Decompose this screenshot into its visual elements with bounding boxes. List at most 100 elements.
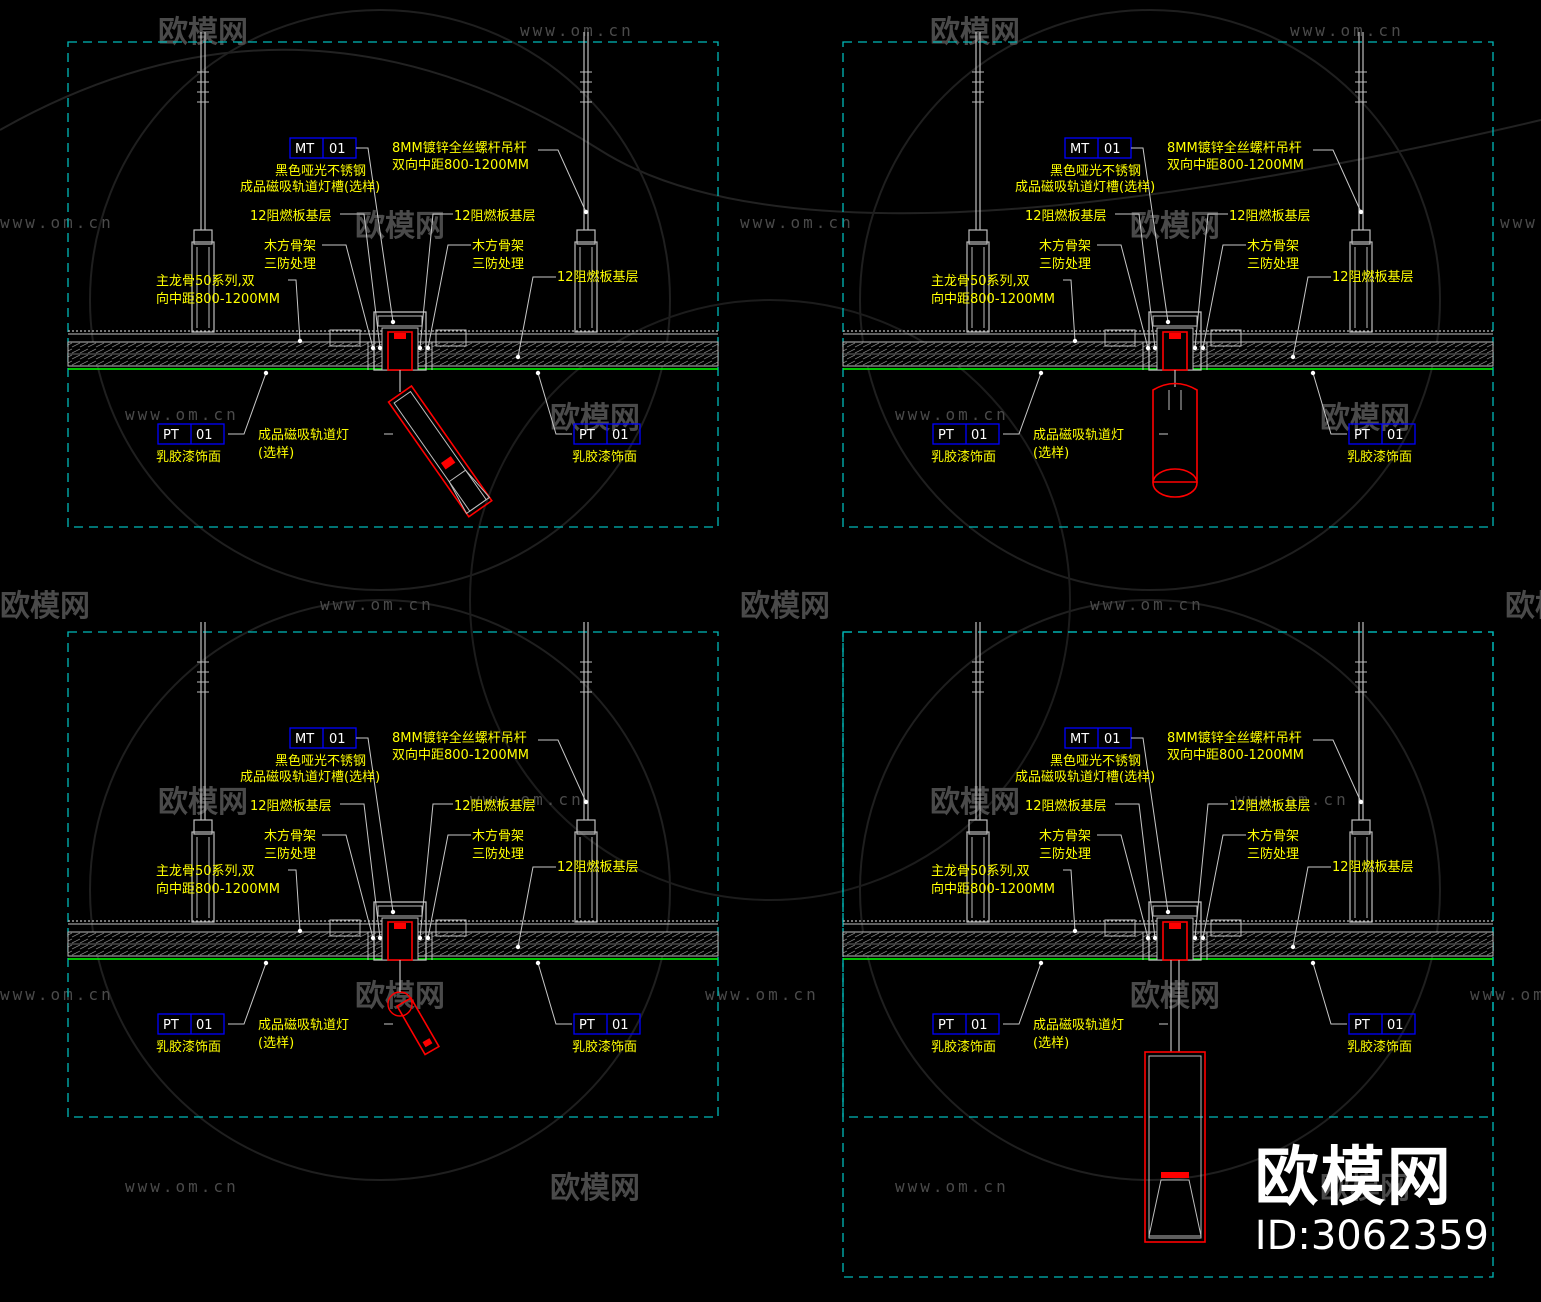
keel-label-2: 向中距800-1200MM xyxy=(156,881,280,897)
watermark-brand: 欧模网 xyxy=(355,209,445,244)
mt-code: MT xyxy=(1070,142,1089,157)
lamp-label-2: (选样) xyxy=(1033,1036,1069,1051)
mt-number: 01 xyxy=(329,732,346,747)
keel-label-1: 主龙骨50系列,双 xyxy=(931,864,1030,879)
watermark-brand: 欧模网 xyxy=(158,15,248,50)
board-label-mid: 12阻燃板基层 xyxy=(454,798,536,814)
watermark-url: www.om.cn xyxy=(740,213,854,232)
pt-description-right: 乳胶漆饰面 xyxy=(572,449,637,465)
pt-code-left: PT xyxy=(163,428,179,443)
mt-description-1: 黑色哑光不锈钢 xyxy=(275,163,366,179)
rod-label-2: 双向中距800-1200MM xyxy=(1167,747,1304,763)
lamp-label-1: 成品磁吸轨道灯 xyxy=(258,428,349,443)
watermark-brand: 欧模网 xyxy=(0,589,90,624)
watermark-url: www.om.cn xyxy=(0,985,114,1004)
keel-label-1: 主龙骨50系列,双 xyxy=(156,864,255,879)
board-label-left: 12阻燃板基层 xyxy=(250,208,332,224)
keel-label-2: 向中距800-1200MM xyxy=(931,881,1055,897)
mt-description-1: 黑色哑光不锈钢 xyxy=(1050,753,1141,769)
board-label-right: 12阻燃板基层 xyxy=(557,859,639,875)
wood-label-left-1: 木方骨架 xyxy=(264,238,316,254)
mt-code: MT xyxy=(1070,732,1089,747)
board-label-left: 12阻燃板基层 xyxy=(1025,208,1107,224)
wood-label-right-1: 木方骨架 xyxy=(472,828,524,844)
pt-code-left: PT xyxy=(938,428,954,443)
mt-description-1: 黑色哑光不锈钢 xyxy=(1050,163,1141,179)
board-label-right: 12阻燃板基层 xyxy=(1332,859,1414,875)
board-label-left: 12阻燃板基层 xyxy=(1025,798,1107,814)
lamp-label-1: 成品磁吸轨道灯 xyxy=(258,1018,349,1033)
wood-label-left-2: 三防处理 xyxy=(264,256,316,272)
watermark-url: www.om.cn xyxy=(895,405,1009,424)
wood-label-left-2: 三防处理 xyxy=(1039,846,1091,862)
model-id: ID:3062359 xyxy=(1254,1213,1489,1259)
pt-number-left: 01 xyxy=(971,428,988,443)
watermark-brand: 欧模网 xyxy=(1320,401,1410,436)
pt-number-left: 01 xyxy=(196,428,213,443)
wood-label-left-1: 木方骨架 xyxy=(1039,828,1091,844)
watermark-brand: 欧模网 xyxy=(158,785,248,820)
rod-label-2: 双向中距800-1200MM xyxy=(392,747,529,763)
pt-description-left: 乳胶漆饰面 xyxy=(156,449,221,465)
wood-label-left-1: 木方骨架 xyxy=(1039,238,1091,254)
watermark-url: www.om.cn xyxy=(0,213,114,232)
mt-number: 01 xyxy=(1104,732,1121,747)
wood-label-right-2: 三防处理 xyxy=(1247,846,1299,862)
rod-label-1: 8MM镀锌全丝螺杆吊杆 xyxy=(392,730,527,746)
watermark-brand: 欧模网 xyxy=(550,1171,640,1206)
pt-code-right: PT xyxy=(579,428,595,443)
watermark-brand: 欧模网 xyxy=(740,589,830,624)
rod-label-1: 8MM镀锌全丝螺杆吊杆 xyxy=(1167,140,1302,156)
watermark-url: www.om.cn xyxy=(520,21,634,40)
pt-code-left: PT xyxy=(163,1018,179,1033)
keel-label-2: 向中距800-1200MM xyxy=(931,291,1055,307)
board-label-mid: 12阻燃板基层 xyxy=(1229,798,1311,814)
watermark-url: www.om.cn xyxy=(705,985,819,1004)
pt-code-right: PT xyxy=(1354,1018,1370,1033)
wood-label-left-2: 三防处理 xyxy=(1039,256,1091,272)
lamp-label-2: (选样) xyxy=(1033,446,1069,461)
pt-number-left: 01 xyxy=(971,1018,988,1033)
pt-code-left: PT xyxy=(938,1018,954,1033)
wood-label-right-2: 三防处理 xyxy=(472,256,524,272)
wood-label-right-2: 三防处理 xyxy=(472,846,524,862)
board-label-right: 12阻燃板基层 xyxy=(557,269,639,285)
pt-number-right: 01 xyxy=(1387,428,1404,443)
watermark-brand: 欧模网 xyxy=(1505,589,1541,624)
lamp-label-1: 成品磁吸轨道灯 xyxy=(1033,1018,1124,1033)
pt-number-right: 01 xyxy=(612,428,629,443)
pt-description-right: 乳胶漆饰面 xyxy=(1347,1039,1412,1055)
wood-label-left-2: 三防处理 xyxy=(264,846,316,862)
rod-label-2: 双向中距800-1200MM xyxy=(392,157,529,173)
watermark-url: www.om.cn xyxy=(1290,21,1404,40)
wood-label-left-1: 木方骨架 xyxy=(264,828,316,844)
lamp-label-2: (选样) xyxy=(258,446,294,461)
watermark-brand: 欧模网 xyxy=(1130,979,1220,1014)
keel-label-2: 向中距800-1200MM xyxy=(156,291,280,307)
pt-number-right: 01 xyxy=(612,1018,629,1033)
rod-label-1: 8MM镀锌全丝螺杆吊杆 xyxy=(1167,730,1302,746)
watermark-brand: 欧模网 xyxy=(930,785,1020,820)
watermark-brand: 欧模网 xyxy=(930,15,1020,50)
rod-label-2: 双向中距800-1200MM xyxy=(1167,157,1304,173)
keel-label-1: 主龙骨50系列,双 xyxy=(931,274,1030,289)
mt-code: MT xyxy=(295,142,314,157)
keel-label-1: 主龙骨50系列,双 xyxy=(156,274,255,289)
mt-number: 01 xyxy=(329,142,346,157)
watermark-brand: 欧模网 xyxy=(550,401,640,436)
board-label-mid: 12阻燃板基层 xyxy=(1229,208,1311,224)
pt-description-left: 乳胶漆饰面 xyxy=(156,1039,221,1055)
watermark-brand: 欧模网 xyxy=(1130,209,1220,244)
watermark-url: www.om.cn xyxy=(470,790,584,809)
brand-name: 欧模网 xyxy=(1254,1141,1453,1215)
mt-description-1: 黑色哑光不锈钢 xyxy=(275,753,366,769)
watermark-url: www.om.cn xyxy=(1235,790,1349,809)
watermark-url: www.om.cn xyxy=(125,1177,239,1196)
